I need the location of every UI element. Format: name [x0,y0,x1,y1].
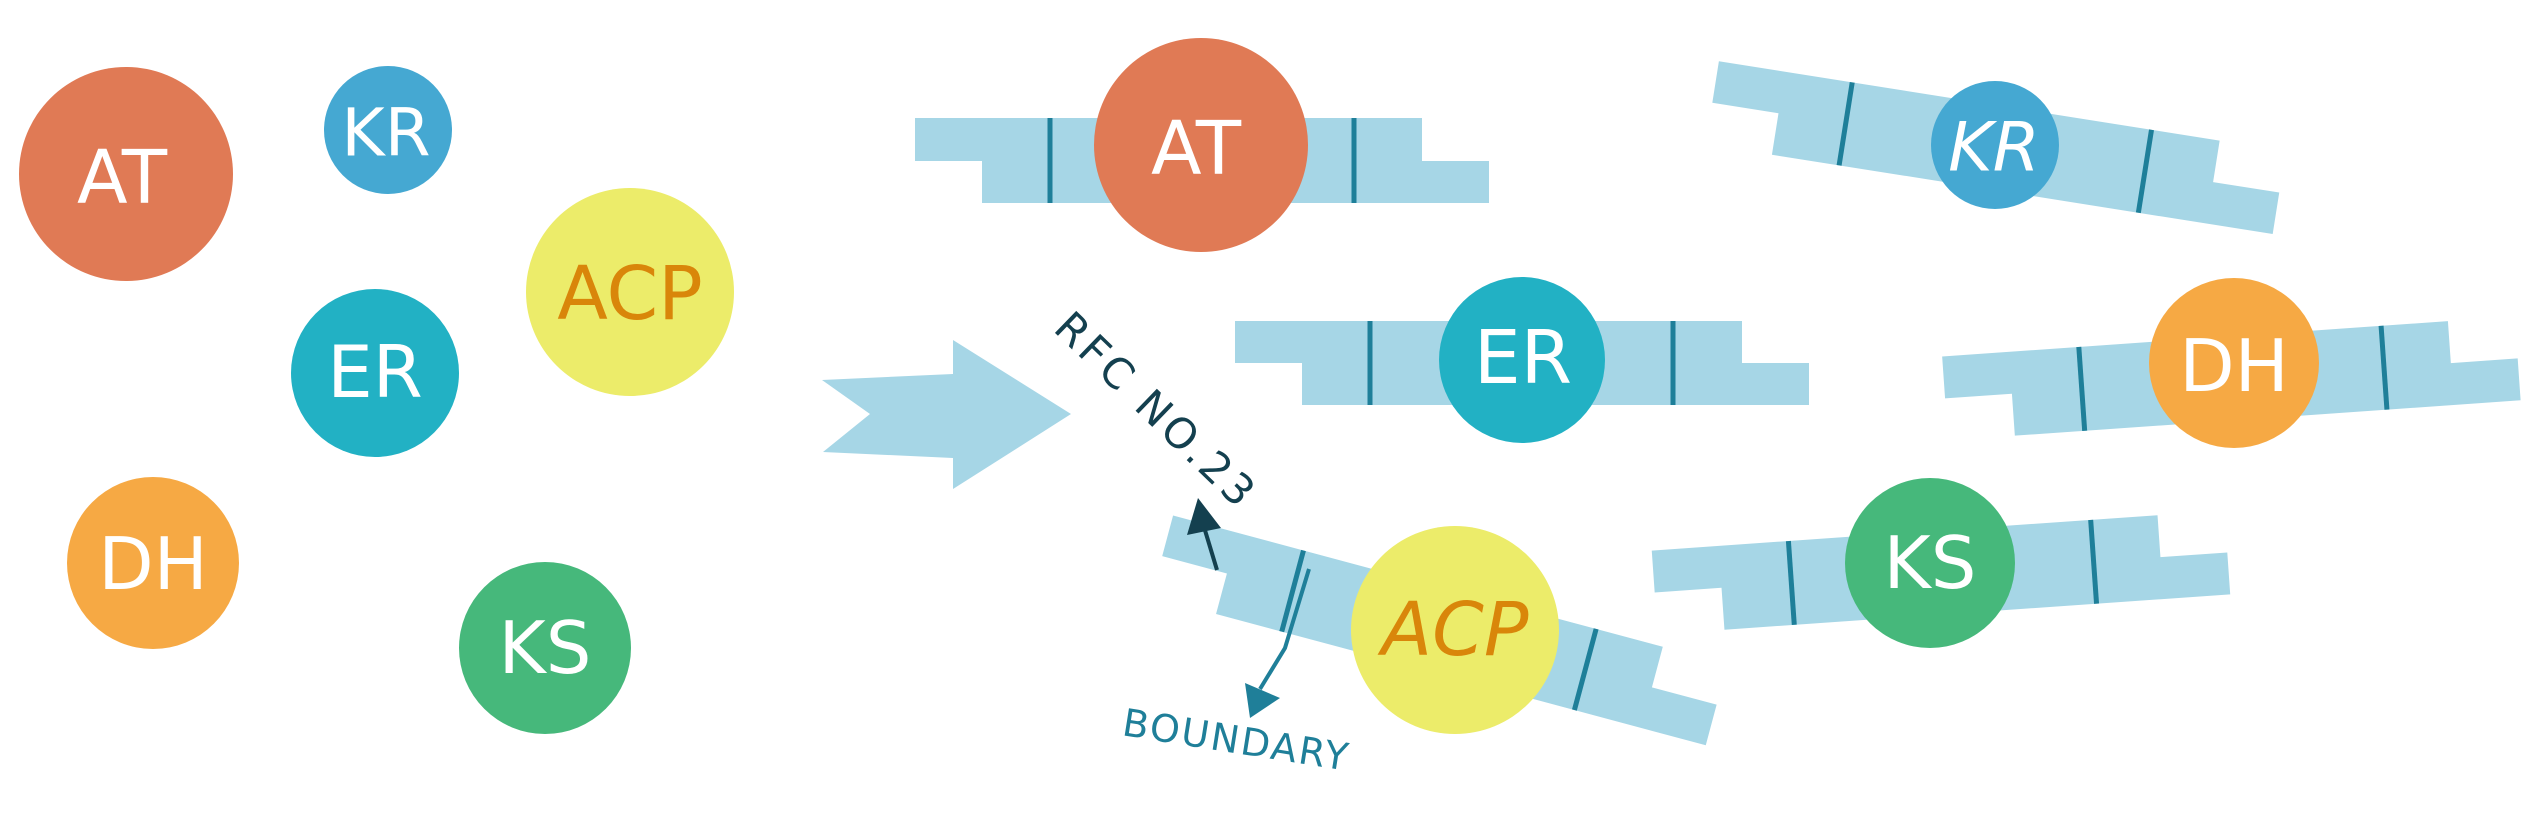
part-kr-domain-group: KR [1931,81,2059,209]
standard-label: RFC NO.23 [1045,302,1267,519]
standard-pointer-arrow [1187,498,1221,571]
part-ks-domain [1845,478,2015,648]
boundary-label: BOUNDARY [1120,700,1353,779]
part-dh-tick-right [2378,325,2390,410]
domain-kr-label: KR [341,95,430,172]
part-er-domain [1439,277,1605,443]
boundary-pointer-arrow [1245,568,1311,718]
part-acp-tick-left [1279,549,1306,633]
part-dh-domain [2149,278,2319,448]
part-at-domain [1094,38,1308,252]
part-at: AT [915,38,1489,252]
loose-domains: AT KR ACP ER DH KS [19,66,734,734]
domain-er-loose: ER [291,289,459,457]
part-kr-domain [1931,81,2059,209]
part-er: ER [1235,277,1809,443]
part-ks-label: KS [1884,521,1977,605]
part-ks-tick-right [2088,519,2100,604]
part-er-label: ER [1474,315,1572,401]
part-acp-domain-group: ACP [1351,526,1559,734]
part-kr-tick-right [2135,129,2154,214]
transform-arrow [822,340,1071,489]
part-acp-domain [1351,526,1559,734]
part-dh-label: DH [2179,324,2289,408]
domain-dh-loose: DH [67,477,239,649]
part-at-label: AT [1151,106,1242,192]
part-dh-domain-group: DH [2149,278,2319,448]
domain-ks-loose: KS [459,562,631,734]
part-ks-domain-group: KS [1845,478,2015,648]
part-dh-tick-left [2076,346,2088,431]
domain-acp-loose: ACP [526,188,734,396]
part-kr-tick-left [1836,82,1855,166]
part-acp-label: ACP [1378,587,1529,673]
domain-er-label: ER [327,330,423,414]
part-kr-label: KR [1948,109,2040,188]
domain-kr-loose: KR [324,66,452,194]
domain-ks-label: KS [499,606,592,690]
part-acp-tick-right [1571,628,1599,711]
domain-at-loose: AT [19,67,233,281]
domain-dh-label: DH [98,522,208,606]
domain-at-label: AT [77,135,168,221]
part-ks-tick-left [1785,540,1797,625]
domain-acp-label: ACP [557,251,703,337]
